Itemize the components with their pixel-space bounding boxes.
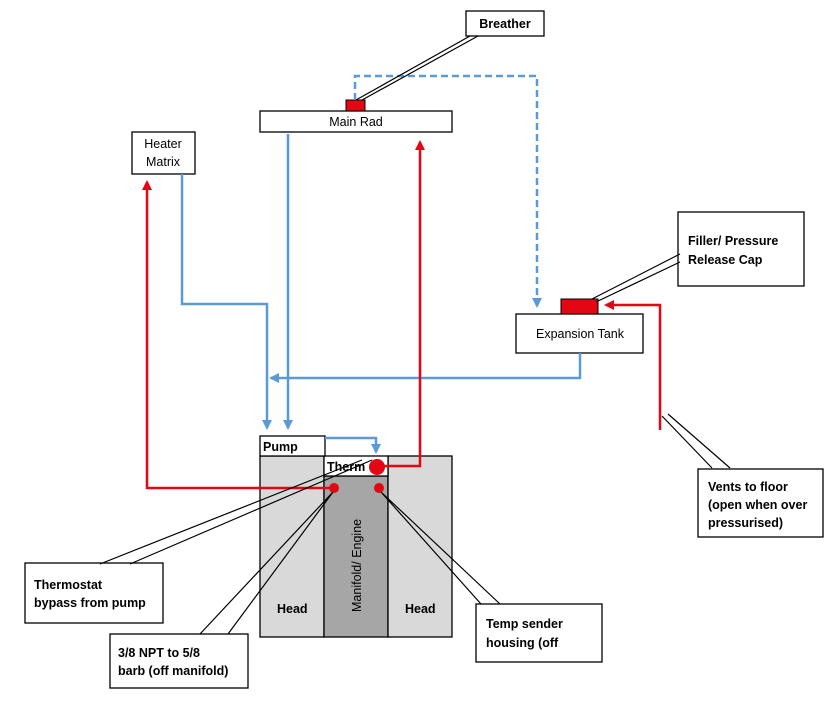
heater-matrix-box xyxy=(131,131,196,175)
manifold-to-heater-line xyxy=(142,180,334,490)
bypass-leader xyxy=(99,459,373,565)
bypass-label-1: Thermostat xyxy=(34,578,103,592)
npt-label-1: 3/8 NPT to 5/8 xyxy=(118,646,200,660)
pump-label: Pump xyxy=(263,440,298,454)
vents-label-2: (open when over xyxy=(708,498,807,512)
vents-box xyxy=(697,468,824,538)
npt-box xyxy=(109,633,249,689)
filler-label-1: Filler/ Pressure xyxy=(688,234,778,248)
sender-label-1: Temp sender xyxy=(486,617,563,631)
pump-box xyxy=(259,435,326,457)
npt-label-2: barb (off manifold) xyxy=(118,664,228,678)
vent-line xyxy=(604,300,662,430)
bypass-label-2: bypass from pump xyxy=(34,596,146,610)
vents-label-3: pressurised) xyxy=(708,516,783,530)
breather-label: Breather xyxy=(479,17,531,31)
therm-outlet-dot xyxy=(369,459,385,475)
sender-label-2: housing (off xyxy=(486,636,559,650)
sender-box xyxy=(475,603,603,663)
sender-leader xyxy=(380,491,501,605)
npt-leader xyxy=(199,491,334,635)
heater-return-line xyxy=(180,174,272,430)
therm-to-rad-line xyxy=(382,140,425,468)
heater-label-1: Heater xyxy=(144,137,182,151)
sender-port-dot xyxy=(374,483,384,493)
filler-label-2: Release Cap xyxy=(688,253,763,267)
bypass-box xyxy=(24,562,164,624)
breather-box xyxy=(465,10,545,37)
expansion-tank-label: Expansion Tank xyxy=(536,327,625,341)
tank-return-line xyxy=(269,353,582,383)
breather-valve xyxy=(345,99,366,112)
breather-leader xyxy=(355,35,479,101)
main-rad-label: Main Rad xyxy=(329,115,383,129)
filler-leader xyxy=(591,253,681,303)
head-left-label: Head xyxy=(277,602,308,616)
bypass-line xyxy=(325,436,381,454)
filler-box xyxy=(677,211,805,287)
heater-label-2: Matrix xyxy=(146,155,181,169)
vents-leader xyxy=(661,413,731,469)
filler-cap xyxy=(560,298,599,315)
manifold-block xyxy=(323,475,389,638)
breather-line xyxy=(353,74,542,308)
manifold-label: Manifold/ Engine xyxy=(350,519,364,612)
npt-port-dot xyxy=(329,483,339,493)
head-right-label: Head xyxy=(405,602,436,616)
vents-label-1: Vents to floor xyxy=(708,480,788,494)
